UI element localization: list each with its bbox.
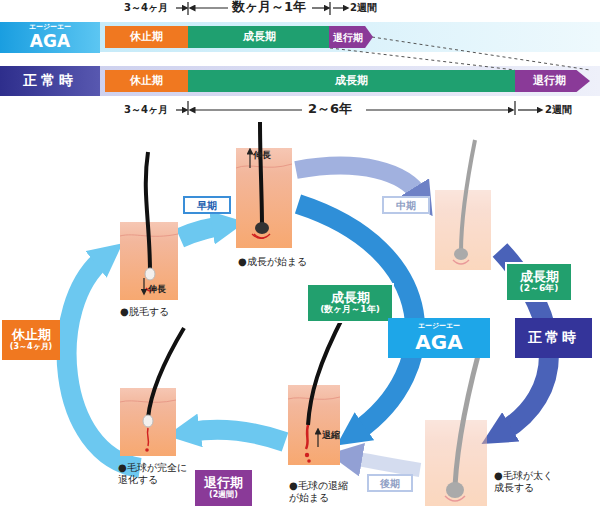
stage-caption: ●毛球の退縮が始まる — [289, 480, 353, 503]
node-text: 休止期 — [12, 328, 51, 342]
normal-box: 正常時 — [515, 318, 592, 358]
duration-label: 数ヶ月～1年 — [232, 0, 306, 15]
phase-segment: 休止期 — [105, 26, 188, 48]
node-text: エージーエー — [418, 323, 460, 331]
node-text: 成長期 — [331, 291, 370, 305]
duration-label: 2週間 — [545, 104, 572, 116]
stage-caption: ●脱毛する — [120, 306, 169, 318]
aga-row-label: エージーエーAGA — [0, 22, 100, 53]
stage-caption: ●成長が始まる — [238, 256, 307, 268]
node-text: 成長期 — [520, 270, 559, 284]
node-text: エージーエー — [29, 24, 71, 32]
phase-box: 成長期(数ヶ月～1年) — [306, 283, 394, 323]
duration-label: 2週間 — [350, 2, 377, 14]
node-text: (3～4ヶ月) — [10, 343, 52, 352]
node-text: AGA — [30, 32, 70, 51]
phase-segment: 成長期 — [188, 26, 330, 48]
phase-segment: 休止期 — [105, 70, 188, 92]
node-text: 成長期 — [243, 31, 276, 43]
duration-label: 2～6年 — [308, 102, 352, 117]
node-text: (数ヶ月～1年) — [320, 305, 380, 315]
duration-label: 3～4ヶ月 — [124, 2, 168, 14]
phase-box: 休止期(3～4ヶ月) — [2, 320, 60, 360]
node-text: 早期 — [197, 200, 217, 211]
node-text: (2週間) — [209, 491, 238, 500]
growth-label: 伸長 — [253, 150, 271, 160]
node-text: 退行期 — [204, 476, 243, 490]
node-text: AGA — [415, 331, 462, 353]
aga-box: エージーエーAGA — [388, 318, 490, 358]
phase-segment: 退行期 — [515, 70, 590, 92]
stage-tag: 後期 — [367, 474, 413, 492]
phase-box: 成長期(2～6年) — [505, 262, 573, 302]
stage-tag: 早期 — [183, 196, 231, 214]
stage-tag: 中期 — [382, 196, 430, 214]
node-text: 正常時 — [23, 73, 77, 88]
growth-label: 伸長 — [148, 284, 166, 294]
phase-segment: 退行期 — [329, 26, 373, 48]
node-text: 中期 — [396, 200, 416, 211]
stage-caption: ●毛球が完全に退化する — [118, 462, 192, 485]
duration-label: 3～4ヶ月 — [124, 104, 168, 116]
node-text: 退行期 — [333, 32, 363, 43]
node-text: (2～6年) — [520, 284, 559, 294]
node-text: 休止期 — [130, 31, 163, 43]
node-text: 正常時 — [528, 330, 579, 345]
node-text: 休止期 — [130, 75, 163, 87]
regression-label: 退縮 — [322, 430, 340, 440]
phase-segment: 成長期 — [188, 70, 515, 92]
node-text: 後期 — [380, 478, 400, 489]
normal-row-label: 正常時 — [0, 66, 100, 96]
node-text: 退行期 — [533, 75, 566, 87]
stage-caption: ●毛球が太く成長する — [494, 470, 558, 493]
phase-box: 退行期(2週間) — [195, 470, 252, 506]
node-text: 成長期 — [335, 75, 368, 87]
